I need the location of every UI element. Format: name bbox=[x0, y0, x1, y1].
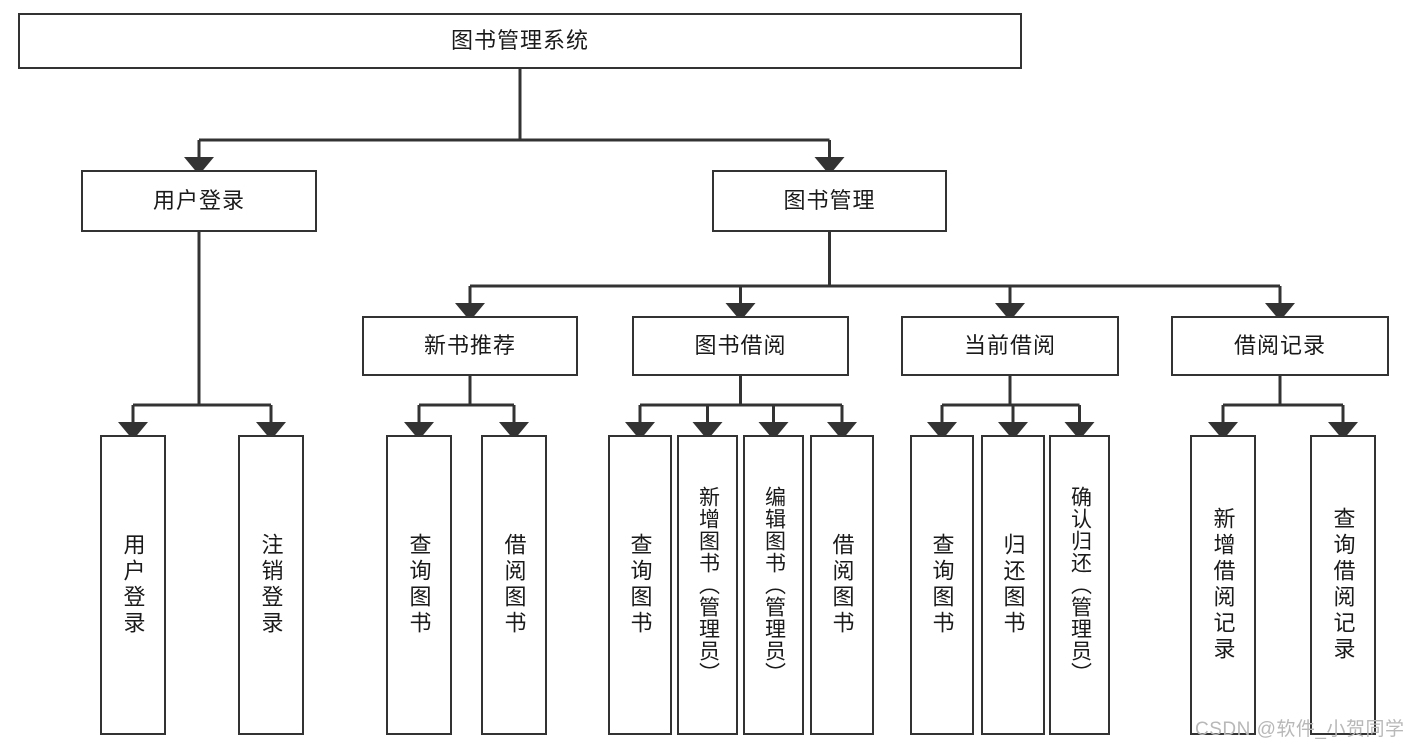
node-leaf-query-book-1: 查询图书 bbox=[386, 435, 452, 735]
node-label: 借阅记录 bbox=[1233, 333, 1326, 359]
node-leaf-edit-book: 编辑图书（管理员） bbox=[743, 435, 804, 735]
node-current-borrow: 当前借阅 bbox=[901, 316, 1119, 376]
node-leaf-confirm-return: 确认归还（管理员） bbox=[1049, 435, 1110, 735]
node-label: 用户登录 bbox=[120, 533, 146, 637]
watermark-text: CSDN @软件_小贺同学 bbox=[1195, 719, 1405, 740]
node-label: 图书管理 bbox=[783, 188, 876, 214]
node-leaf-return-book: 归还图书 bbox=[981, 435, 1045, 735]
node-label: 编辑图书（管理员） bbox=[762, 486, 786, 684]
node-new-book-recommend: 新书推荐 bbox=[362, 316, 578, 376]
node-label: 用户登录 bbox=[152, 188, 245, 214]
node-leaf-user-login: 用户登录 bbox=[100, 435, 166, 735]
node-leaf-user-logout: 注销登录 bbox=[238, 435, 304, 735]
node-label: 新增图书（管理员） bbox=[696, 486, 720, 684]
node-label: 注销登录 bbox=[258, 533, 284, 637]
node-leaf-query-book-2: 查询图书 bbox=[608, 435, 672, 735]
node-leaf-add-record: 新增借阅记录 bbox=[1190, 435, 1256, 735]
node-label: 查询图书 bbox=[627, 533, 653, 637]
node-label: 确认归还（管理员） bbox=[1068, 486, 1092, 684]
node-label: 借阅图书 bbox=[501, 533, 527, 637]
node-book-borrow: 图书借阅 bbox=[632, 316, 849, 376]
node-label: 新书推荐 bbox=[423, 333, 516, 359]
node-leaf-add-book: 新增图书（管理员） bbox=[677, 435, 738, 735]
node-label: 新增借阅记录 bbox=[1210, 507, 1236, 663]
node-leaf-query-book-3: 查询图书 bbox=[910, 435, 974, 735]
node-label: 图书借阅 bbox=[694, 333, 787, 359]
node-label: 查询借阅记录 bbox=[1330, 507, 1356, 663]
node-label: 当前借阅 bbox=[963, 333, 1056, 359]
node-label: 归还图书 bbox=[1000, 533, 1026, 637]
node-book-management: 图书管理 bbox=[712, 170, 947, 232]
node-user-login: 用户登录 bbox=[81, 170, 317, 232]
node-label: 查询图书 bbox=[406, 533, 432, 637]
node-label: 图书管理系统 bbox=[450, 28, 589, 54]
node-label: 查询图书 bbox=[929, 533, 955, 637]
node-root: 图书管理系统 bbox=[18, 13, 1022, 69]
node-label: 借阅图书 bbox=[829, 533, 855, 637]
node-leaf-borrow-book-2: 借阅图书 bbox=[810, 435, 874, 735]
node-borrow-record: 借阅记录 bbox=[1171, 316, 1389, 376]
node-leaf-borrow-book-1: 借阅图书 bbox=[481, 435, 547, 735]
node-leaf-query-record: 查询借阅记录 bbox=[1310, 435, 1376, 735]
